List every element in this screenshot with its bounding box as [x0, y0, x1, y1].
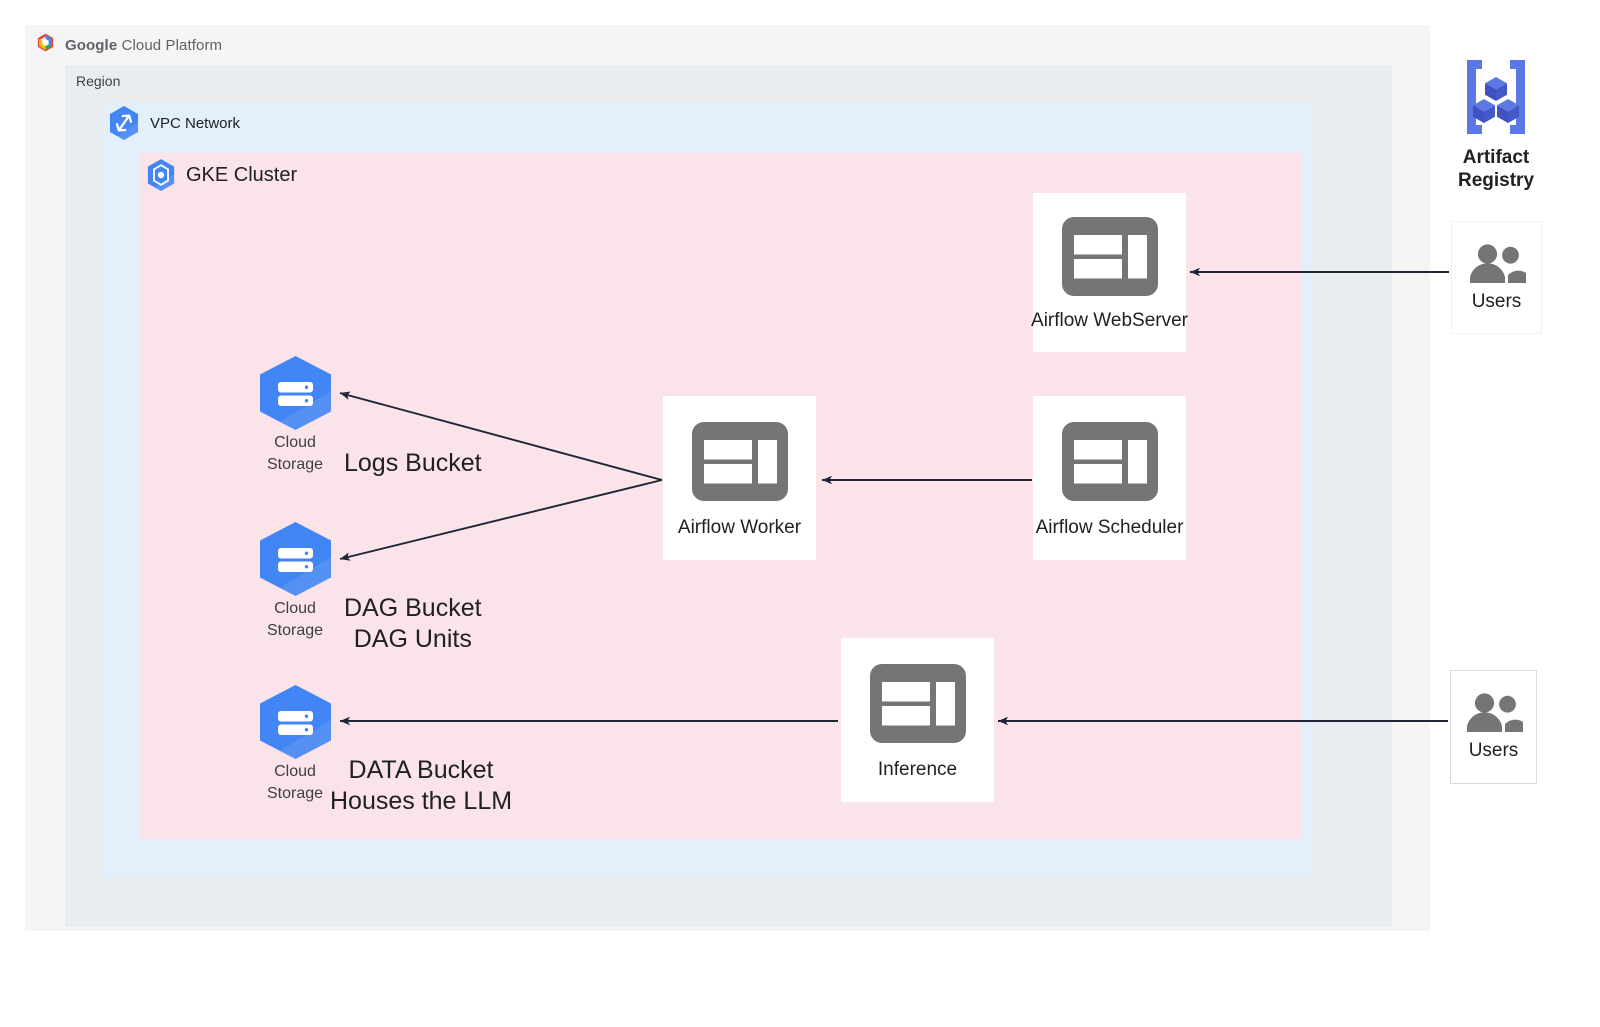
- data-bucket-note-line1: DATA Bucket: [348, 756, 494, 784]
- dag-bucket-note-line1: DAG Bucket: [344, 594, 482, 622]
- artifact-registry-label-line1: Artifact: [1462, 147, 1530, 168]
- node-airflow-scheduler[interactable]: Airflow Scheduler: [1033, 396, 1186, 560]
- data-bucket-note: DATA Bucket Houses the LLM: [330, 755, 512, 816]
- gcp-logo-rest: Cloud Platform: [121, 36, 223, 54]
- gke-cluster-icon: [146, 158, 176, 192]
- artifact-registry[interactable]: Artifact Registry: [1437, 55, 1555, 193]
- artifact-registry-label-line2: Registry: [1457, 169, 1535, 191]
- storage-data-bucket-caption: Cloud Storage: [240, 761, 350, 804]
- region-label: Region: [76, 73, 121, 89]
- users-label: Users: [1471, 290, 1522, 312]
- storage-logs-bucket-caption: Cloud Storage: [240, 432, 350, 475]
- users-label: Users: [1468, 740, 1519, 761]
- region-container-header: Region: [76, 73, 120, 89]
- cloud-storage-icon: [256, 355, 335, 431]
- application-window-icon: [869, 664, 966, 743]
- logs-bucket-note-line1: Logs Bucket: [344, 449, 482, 477]
- node-airflow-worker[interactable]: Airflow Worker: [663, 396, 816, 560]
- gke-cluster-header: GKE Cluster: [146, 158, 297, 192]
- product-name-line2: Storage: [266, 455, 324, 473]
- application-window-icon: [691, 422, 788, 501]
- dag-bucket-note-line2: DAG Units: [353, 624, 472, 653]
- product-name-line1: Cloud: [274, 434, 316, 451]
- product-name-line2: Storage: [266, 621, 324, 639]
- storage-logs-bucket[interactable]: [256, 355, 335, 436]
- product-name-line2: Storage: [266, 784, 324, 802]
- gke-cluster-label: GKE Cluster: [186, 163, 298, 186]
- product-name-line1: Cloud: [274, 600, 316, 617]
- storage-dag-bucket[interactable]: [256, 521, 335, 602]
- application-window-icon: [1061, 217, 1158, 296]
- artifact-registry-icon: [1467, 60, 1525, 134]
- gcp-container-header: Google Cloud Platform: [36, 33, 222, 57]
- storage-data-bucket[interactable]: [256, 684, 335, 765]
- gcp-logo-google: Google: [65, 36, 118, 54]
- node-label: Airflow Worker: [677, 517, 802, 538]
- application-window-icon: [1061, 422, 1158, 501]
- dag-bucket-note: DAG Bucket DAG Units: [344, 593, 482, 654]
- logs-bucket-note: Logs Bucket: [344, 448, 482, 479]
- artifact-registry-label: Artifact Registry: [1458, 147, 1534, 193]
- data-bucket-note-line2: Houses the LLM: [330, 786, 513, 815]
- vpc-network-icon: [108, 105, 140, 141]
- users-icon: [1469, 243, 1526, 283]
- node-inference[interactable]: Inference: [841, 638, 994, 802]
- vpc-network-label: VPC Network: [150, 114, 241, 132]
- cloud-storage-icon: [256, 521, 335, 597]
- node-label: Airflow Scheduler: [1035, 517, 1184, 538]
- product-name-line1: Cloud: [274, 763, 316, 780]
- node-airflow-webserver[interactable]: Airflow WebServer: [1031, 193, 1188, 352]
- gcp-logo-text: Google Cloud Platform: [65, 37, 222, 54]
- node-label: Inference: [877, 759, 958, 780]
- users-card-bottom[interactable]: Users: [1450, 670, 1537, 784]
- gcp-logo-icon: [36, 33, 55, 57]
- vpc-network-header: VPC Network: [108, 105, 240, 141]
- users-icon: [1466, 693, 1523, 732]
- users-card-top[interactable]: Users: [1451, 221, 1542, 334]
- storage-dag-bucket-caption: Cloud Storage: [240, 598, 350, 641]
- cloud-storage-icon: [256, 684, 335, 760]
- node-label: Airflow WebServer: [1031, 310, 1188, 331]
